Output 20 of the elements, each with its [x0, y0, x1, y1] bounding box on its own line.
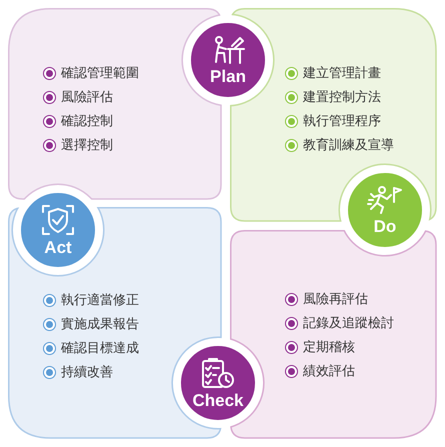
stage-label: Plan	[210, 68, 246, 86]
list-item: 建立管理計畫	[303, 65, 381, 82]
list-item: 持續改善	[61, 364, 113, 381]
stage-label: Do	[374, 218, 396, 236]
list-item: 執行管理程序	[303, 113, 381, 130]
list-item: 確認控制	[61, 113, 113, 130]
stage-label: Act	[44, 238, 72, 256]
list-item: 風險再評估	[303, 291, 368, 308]
list-item: 建置控制方法	[303, 89, 381, 106]
list-item: 風險評估	[61, 89, 113, 106]
list-item: 定期稽核	[303, 339, 355, 356]
list-item: 實施成果報告	[61, 316, 139, 333]
list-item: 執行適當修正	[61, 292, 139, 309]
list-item: 績效評估	[303, 363, 355, 380]
stage-label: Check	[192, 392, 244, 410]
list-item: 確認管理範圍	[61, 65, 139, 82]
list-item: 選擇控制	[61, 137, 113, 154]
list-item: 記錄及追蹤檢討	[303, 315, 394, 332]
list-item: 確認目標達成	[61, 340, 139, 357]
list-item: 教育訓練及宣導	[303, 136, 394, 154]
